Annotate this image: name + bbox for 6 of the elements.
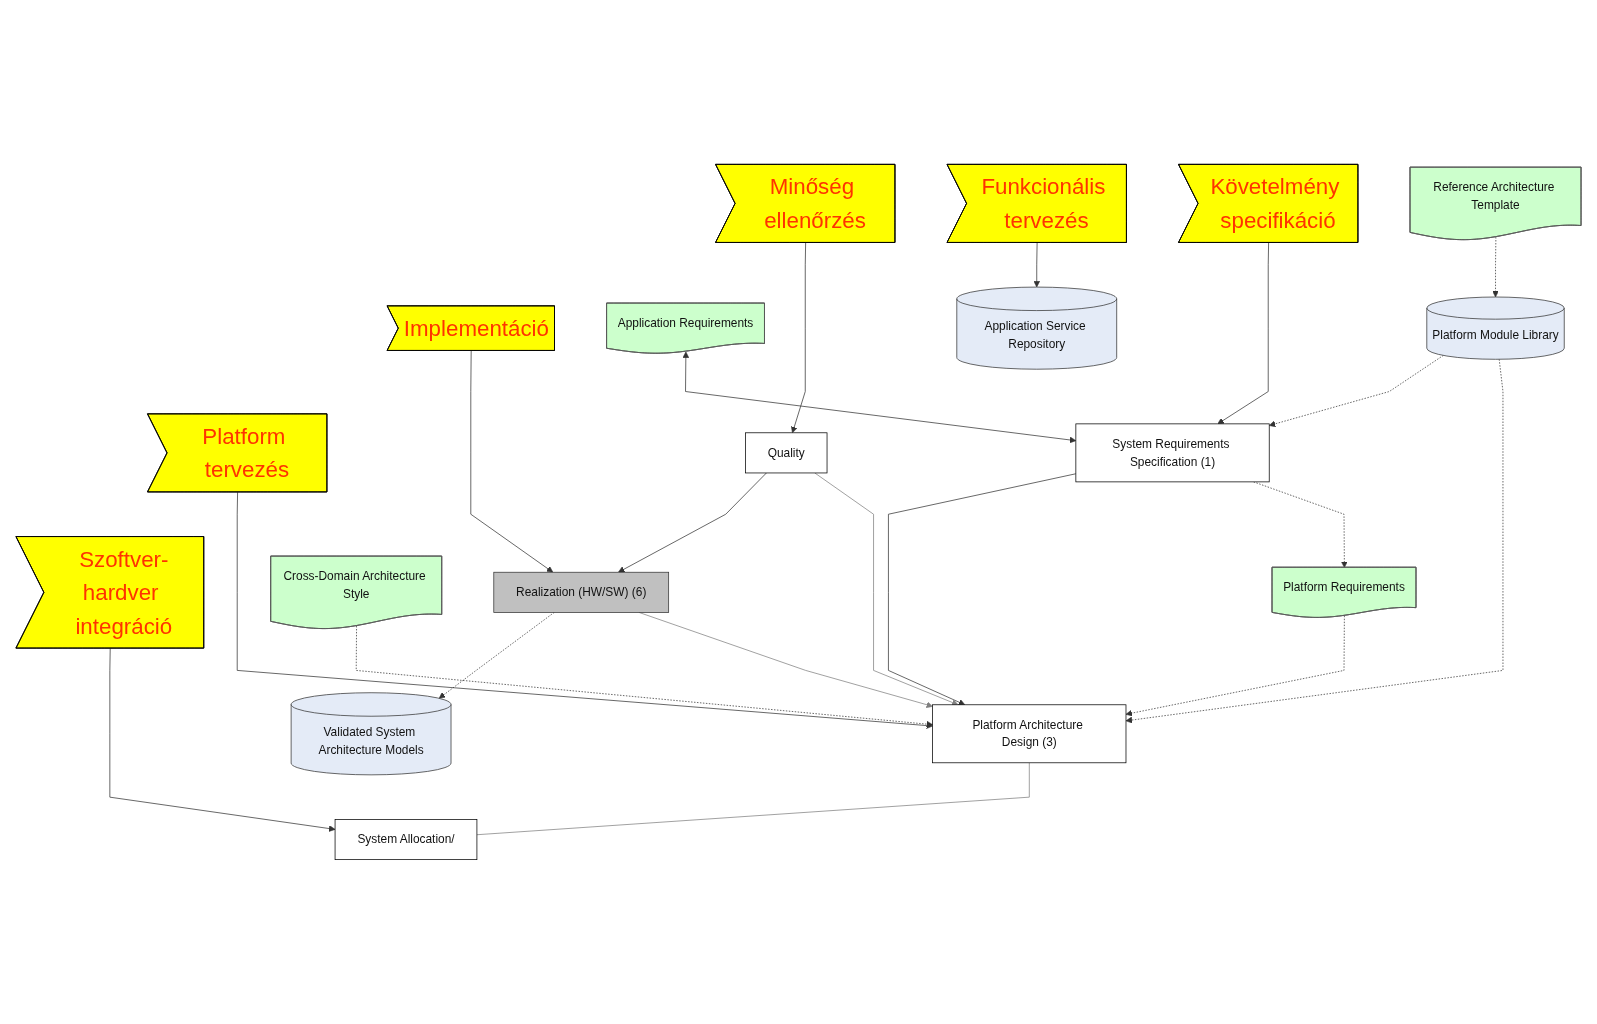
connector [476,762,1030,836]
node-box: System Requirements Specification (1) [1075,423,1270,483]
node-box: Realization (HW/SW) (6) [493,571,670,613]
node-box: Platform Architecture Design (3) [932,704,1127,764]
node-box: Quality [745,432,828,474]
node-box: System Allocation/ [334,819,478,860]
